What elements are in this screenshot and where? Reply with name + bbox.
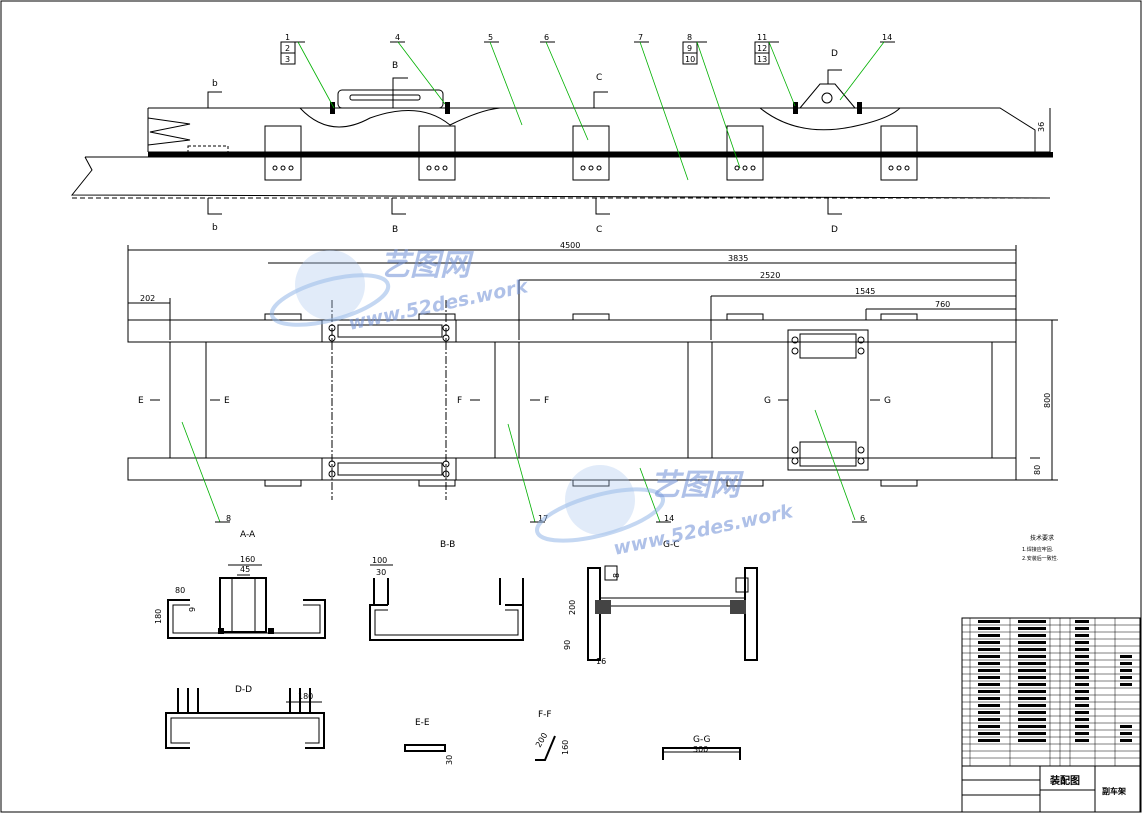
dim-height: 800 (1043, 393, 1052, 408)
balloon-10: 10 (685, 55, 695, 64)
view-label-A-A: A-A (240, 530, 256, 540)
dim-overall: 4500 (560, 241, 580, 250)
balloon-3: 3 (285, 55, 290, 64)
cut-mark-B-top: B (392, 61, 398, 71)
notes-line-1: 1.焊接应牢固. (1022, 546, 1054, 553)
watermark-lower: 艺图网 www.52des.work (535, 465, 796, 560)
view-label-D-D: D-D (235, 685, 252, 695)
title-part-name: 副车架 (1102, 786, 1126, 796)
view-label-B-B: B-B (440, 540, 455, 550)
plan-mark-E1: E (138, 396, 144, 406)
balloon-2: 2 (285, 44, 290, 53)
view-label-G-G: G-G (693, 735, 711, 745)
dim-aa-180: 180 (154, 609, 163, 624)
dim-bottom: 80 (1033, 465, 1042, 475)
dim-1545: 1545 (855, 287, 875, 296)
dim-ff-200: 200 (534, 731, 549, 749)
plan-balloon-14: 14 (664, 514, 674, 523)
plan-mark-F1: F (457, 396, 462, 406)
dim-bb-100: 100 (372, 556, 387, 565)
notes-title: 技术要求 (1030, 534, 1054, 542)
top-bolts (330, 102, 862, 114)
balloon-8: 8 (687, 33, 692, 42)
section-E-E: E-E 30 (404, 718, 454, 765)
part-balloons: 1 2 3 4 5 6 7 8 9 10 11 12 13 14 (280, 33, 895, 181)
dim-3835: 3835 (728, 254, 748, 263)
section-D-D: D-D 180 (165, 685, 325, 749)
plan-mark-E2: E (224, 396, 230, 406)
watermark-text-2: 艺图网 (650, 468, 744, 503)
balloon-9: 9 (687, 44, 692, 53)
cut-mark-b-bottom: b (212, 223, 218, 233)
balloon-14: 14 (882, 33, 892, 42)
cut-mark-b-top: b (212, 79, 218, 89)
title-drawing-name: 装配图 (1049, 774, 1080, 787)
watermark-url-2: www.52des.work (611, 500, 796, 560)
balloon-6: 6 (544, 33, 549, 42)
balloon-1: 1 (285, 33, 290, 42)
dim-202: 202 (140, 294, 155, 303)
watermark-upper: 艺图网 www.52des.work (269, 248, 531, 335)
cut-mark-C-top: C (596, 73, 602, 83)
view-label-F-F: F-F (538, 710, 552, 720)
cut-mark-D-top: D (831, 49, 838, 59)
notes-line-2: 2.安装后一致性. (1022, 555, 1059, 562)
title-block: 装配图 副车架 (961, 617, 1141, 813)
dim-gg-300: 300 (693, 745, 708, 754)
technical-notes: 技术要求 1.焊接应牢固. 2.安装后一致性. (1022, 534, 1059, 562)
balloon-7: 7 (638, 33, 643, 42)
plan-balloon-6: 6 (860, 514, 865, 523)
dim-gc-8: 8 (612, 573, 621, 578)
hatched-pad (148, 152, 1053, 157)
dim-aa-9: 9 (188, 607, 197, 612)
dim-side: 36 (1037, 122, 1046, 132)
plan-mark-F2: F (544, 396, 549, 406)
balloon-4: 4 (395, 33, 400, 42)
dim-gc-16: 16 (596, 657, 606, 666)
clamp-plates (264, 125, 918, 181)
cut-mark-C-bottom: C (596, 225, 602, 235)
section-G-G: G-G 300 (662, 735, 741, 760)
dim-ff-160: 160 (561, 740, 570, 755)
balloon-12: 12 (757, 44, 767, 53)
dim-aa-160: 160 (240, 555, 255, 564)
section-A-A: A-A 160 45 80 180 9 (154, 530, 326, 639)
dim-gc-200: 200 (568, 600, 577, 615)
dim-aa-45: 45 (240, 565, 250, 574)
dim-gc-90: 90 (563, 640, 572, 650)
plan-balloon-8: 8 (226, 514, 231, 523)
dim-aa-80: 80 (175, 586, 185, 595)
view-label-G-C: G-C (663, 540, 680, 550)
dim-760: 760 (935, 300, 950, 309)
watermark-text-1: 艺图网 (380, 248, 474, 283)
balloon-5: 5 (488, 33, 493, 42)
balloon-11: 11 (757, 33, 767, 42)
balloon-13: 13 (757, 55, 767, 64)
dim-ee-30: 30 (445, 755, 454, 765)
dim-bb-30: 30 (376, 568, 386, 577)
plan-view: 4500 3835 2520 1545 760 202 (127, 241, 1058, 523)
section-G-C: G-C 200 90 16 8 (563, 540, 758, 666)
section-B-B: B-B 100 30 (369, 540, 524, 641)
section-F-F: F-F 200 160 (534, 710, 570, 761)
dim-dd-180: 180 (298, 692, 313, 701)
plan-mark-G1: G (764, 396, 771, 406)
cut-mark-B-bottom: B (392, 225, 398, 235)
view-label-E-E: E-E (415, 718, 430, 728)
dim-2520: 2520 (760, 271, 780, 280)
side-elevation: b b B B C C D D 36 (70, 49, 1053, 235)
cut-mark-D-bottom: D (831, 225, 838, 235)
plan-mark-G2: G (884, 396, 891, 406)
